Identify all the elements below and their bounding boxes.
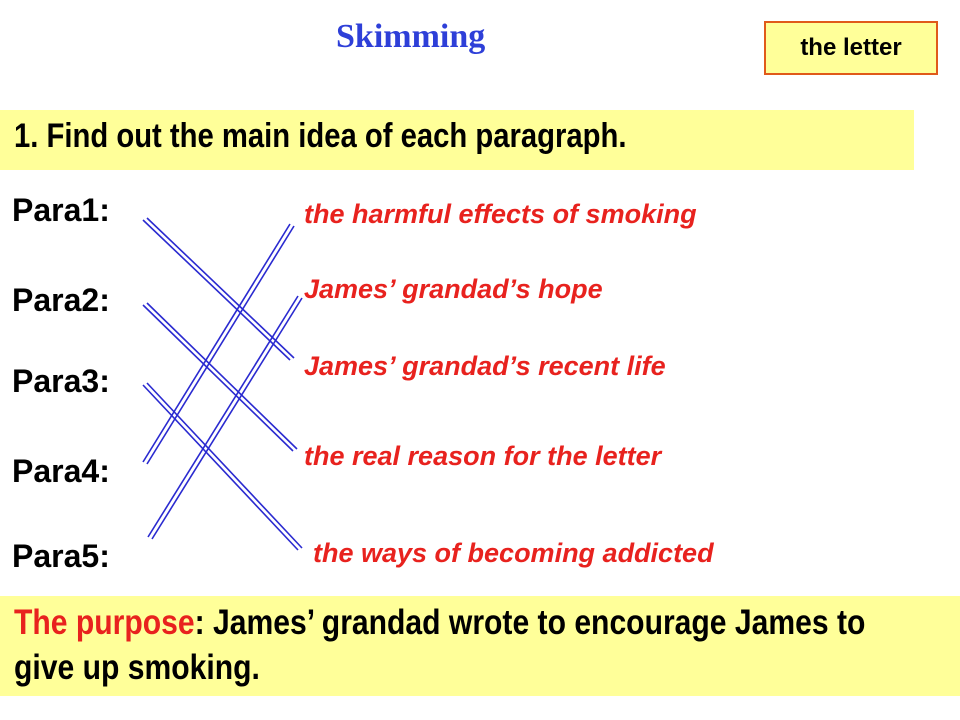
idea-grandad-recent-life: James’ grandad’s recent life — [304, 351, 666, 381]
para-label-4: Para4: — [12, 453, 110, 489]
idea-real-reason: the real reason for the letter — [304, 441, 662, 471]
match-line-para4 — [142, 223, 295, 465]
purpose-highlight-band — [0, 596, 960, 696]
match-line-para5 — [147, 295, 303, 540]
match-line-para1 — [142, 217, 295, 361]
topic-tag: the letter — [764, 21, 938, 75]
task-instruction: 1. Find out the main idea of each paragr… — [14, 117, 627, 155]
purpose-statement: The purpose: James’ grandad wrote to enc… — [14, 600, 926, 690]
purpose-text: : James’ grandad wrote to encourage Jame… — [14, 603, 866, 687]
match-line-para3 — [142, 382, 303, 551]
task-highlight-band — [0, 110, 914, 170]
purpose-label: The purpose — [14, 603, 195, 642]
para-label-5: Para5: — [12, 538, 110, 574]
idea-harmful-effects: the harmful effects of smoking — [304, 199, 697, 229]
idea-ways-addicted: the ways of becoming addicted — [313, 538, 714, 568]
idea-grandad-hope: James’ grandad’s hope — [304, 274, 603, 304]
match-line-para2 — [142, 302, 298, 452]
para-label-3: Para3: — [12, 363, 110, 399]
slide-title: Skimming — [336, 18, 486, 55]
para-label-1: Para1: — [12, 192, 110, 228]
para-label-2: Para2: — [12, 282, 110, 318]
